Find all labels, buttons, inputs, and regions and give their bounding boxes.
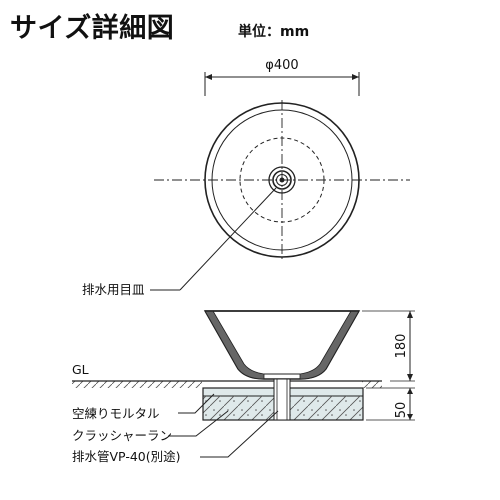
drain-plate-leader: 排水用目皿: [82, 187, 277, 297]
page-title: サイズ詳細図: [10, 13, 175, 44]
diameter-dimension: φ400: [204, 58, 360, 96]
center-lines: [154, 100, 410, 262]
drain-plate-label: 排水用目皿: [82, 282, 145, 297]
section-view: GL: [72, 310, 415, 464]
crusher-run-label: クラッシャーラン: [72, 428, 172, 443]
diameter-label: φ400: [265, 58, 298, 73]
height-label: 180: [394, 334, 409, 359]
drain-pipe: [273, 378, 291, 421]
base-height-dimension: 50: [366, 387, 415, 421]
ground-level: GL: [72, 362, 382, 388]
bowl-section: [203, 310, 361, 380]
section-leaders: [168, 393, 279, 458]
mortar-label: 空練りモルタル: [72, 406, 160, 421]
plan-view: φ400 排水用目皿: [82, 58, 410, 297]
unit-label: 単位：mm: [238, 24, 310, 40]
gl-label: GL: [72, 362, 89, 377]
drain-pipe-label: 排水管VP-40(別途): [72, 449, 180, 464]
base-height-label: 50: [394, 402, 409, 419]
height-dimension: 180: [362, 310, 415, 382]
